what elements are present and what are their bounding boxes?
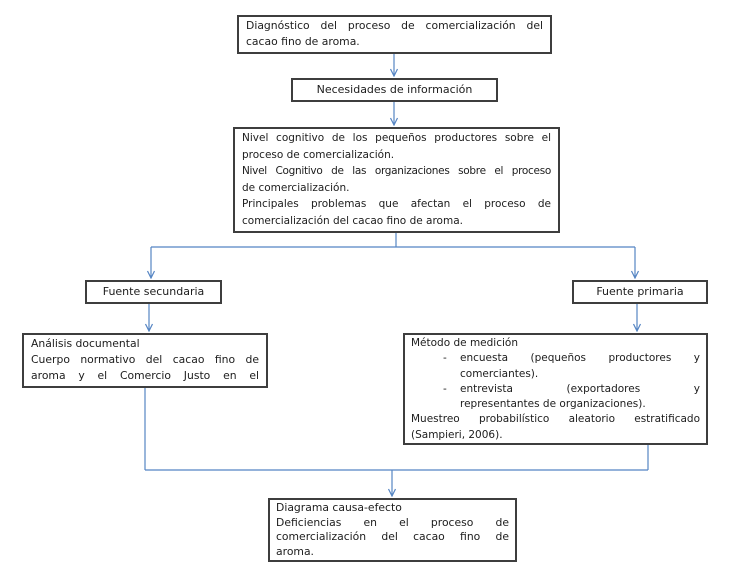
box-nivel-line: de comercialización. (242, 181, 350, 194)
box-nivel-line: comercialización del cacao fino de aroma… (242, 214, 463, 227)
box-metodo-medicion: Método de medición -encuesta (pequeños p… (403, 333, 708, 445)
box-analisis-documental: Análisis documental Cuerpo normativo del… (22, 333, 268, 388)
box-metodo-bullet: -entrevista (exportadores y (411, 382, 700, 397)
box-metodo-line: (Sampieri, 2006). (411, 428, 503, 441)
box-diagrama-causa-efecto: Diagrama causa-efecto Deficiencias en el… (268, 498, 517, 562)
box-necesidades: Necesidades de información (291, 78, 498, 102)
box-diagnostico: Diagnóstico del proceso de comercializac… (237, 15, 552, 54)
box-metodo-line: encuesta (pequeños productores y (460, 352, 700, 365)
box-diagrama-line: Diagrama causa-efecto (276, 501, 402, 514)
box-analisis-line: aroma y el Comercio Justo en el (31, 369, 259, 382)
box-fuente-primaria-label: Fuente primaria (596, 285, 684, 298)
box-metodo-line: Muestreo probabilístico aleatorio estrat… (411, 413, 700, 426)
bullet-dash: - (443, 352, 447, 365)
box-analisis-line: Análisis documental (31, 337, 140, 350)
box-nivel-line: proceso de comercialización. (242, 148, 395, 161)
box-nivel-cognitivo: Nivel cognitivo de los pequeños producto… (233, 127, 560, 233)
box-necesidades-label: Necesidades de información (316, 83, 473, 96)
box-metodo-line: entrevista (exportadores y (460, 382, 700, 395)
box-fuente-secundaria-label: Fuente secundaria (102, 285, 205, 298)
box-metodo-bullet: -encuesta (pequeños productores y (411, 351, 700, 366)
bullet-dash: - (443, 382, 447, 395)
box-nivel-line: Nivel Cognitivo de las organizaciones so… (242, 165, 551, 177)
box-nivel-line: Nivel cognitivo de los pequeños producto… (242, 132, 551, 144)
box-diagnostico-line: Diagnóstico del proceso de comercializac… (246, 19, 543, 32)
box-diagnostico-line: cacao fino de aroma. (246, 35, 360, 48)
box-metodo-line: representantes de organizaciones). (460, 398, 646, 411)
box-nivel-line: Principales problemas que afectan el pro… (242, 198, 551, 210)
box-metodo-line: comerciantes). (460, 367, 539, 380)
box-analisis-line: Cuerpo normativo del cacao fino de (31, 353, 259, 366)
box-diagrama-line: aroma. (276, 545, 314, 559)
box-fuente-secundaria: Fuente secundaria (85, 280, 222, 304)
box-metodo-line: Método de medición (411, 337, 518, 349)
box-diagrama-line: Deficiencias en el proceso de (276, 515, 509, 529)
box-fuente-primaria: Fuente primaria (572, 280, 708, 304)
box-diagrama-line: comercialización del cacao fino de (276, 530, 509, 544)
